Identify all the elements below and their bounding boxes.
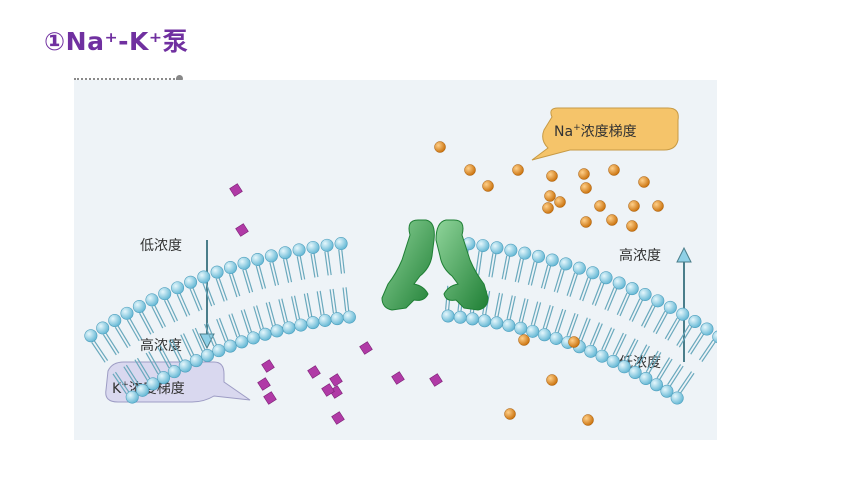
sodium-ion xyxy=(504,408,516,420)
sodium-ion xyxy=(652,200,664,212)
potassium-ion xyxy=(307,365,321,379)
sodium-ion xyxy=(608,164,620,176)
sodium-ion xyxy=(512,164,524,176)
sodium-ion xyxy=(542,202,554,214)
sodium-ion xyxy=(518,334,530,346)
lipid-molecule xyxy=(660,322,714,398)
left-arrow-bottom-label: 高浓度 xyxy=(140,337,182,354)
lipid-molecule xyxy=(490,243,518,330)
lipid-bilayer xyxy=(84,235,717,405)
lipid-molecule xyxy=(606,288,652,368)
potassium-ion xyxy=(261,359,275,373)
sodium-ion xyxy=(638,176,650,188)
lipid-molecule xyxy=(649,315,702,392)
potassium-ion xyxy=(235,223,249,237)
lipid-molecule xyxy=(334,237,356,324)
lipid-molecule xyxy=(292,243,320,330)
lipid-molecule xyxy=(108,313,160,391)
sodium-ions xyxy=(434,141,664,426)
sodium-ion xyxy=(594,200,606,212)
lipid-molecule xyxy=(670,330,717,405)
sodium-ion xyxy=(580,182,592,194)
lipid-molecule xyxy=(478,241,504,328)
sodium-ion xyxy=(464,164,476,176)
lipid-molecule xyxy=(537,257,573,342)
lipid-molecule xyxy=(96,321,150,397)
lipid-molecule xyxy=(572,271,613,354)
lipid-molecule xyxy=(595,282,639,363)
potassium-ion xyxy=(331,411,345,425)
title-underline xyxy=(74,78,178,80)
lipid-molecule xyxy=(237,256,272,341)
lipid-molecule xyxy=(264,249,296,335)
pump-right-subunit xyxy=(435,219,489,311)
lipid-molecule xyxy=(132,299,181,379)
right-arrow-top-label: 高浓度 xyxy=(619,247,661,264)
sodium-ion xyxy=(578,168,590,180)
na-k-pump-protein xyxy=(381,219,489,311)
potassium-ion xyxy=(329,373,343,387)
lipid-molecule xyxy=(514,249,546,335)
sodium-ion xyxy=(546,170,558,182)
lipid-molecule xyxy=(639,307,690,385)
sodium-ion xyxy=(606,214,618,226)
lipid-molecule xyxy=(549,261,586,345)
lipid-molecule xyxy=(84,329,139,404)
sodium-ion xyxy=(568,336,580,348)
potassium-ion xyxy=(391,371,405,385)
lipid-molecule xyxy=(502,246,532,332)
sodium-ion xyxy=(554,196,566,208)
potassium-ion xyxy=(359,341,373,355)
sodium-potassium-pump-diagram: Na+浓度梯度 K+浓度梯度 低浓度 高浓度 高浓度 低浓度 xyxy=(74,80,717,440)
sodium-ion xyxy=(544,190,556,202)
lipid-molecule xyxy=(145,293,192,373)
lipid-molecule xyxy=(617,294,665,374)
lipid-molecule xyxy=(171,281,214,363)
lipid-molecule xyxy=(251,252,284,338)
potassium-ion xyxy=(321,383,335,397)
sodium-ion xyxy=(626,220,638,232)
potassium-ion xyxy=(263,391,277,405)
diagram-canvas: Na+浓度梯度 K+浓度梯度 低浓度 高浓度 高浓度 低浓度 xyxy=(84,107,717,426)
left-arrow-top-label: 低浓度 xyxy=(140,238,182,254)
lipid-molecule xyxy=(306,240,332,327)
pump-left-subunit xyxy=(381,219,435,311)
sodium-ion xyxy=(582,414,594,426)
lipid-molecule xyxy=(197,270,237,353)
left-gradient-arrow: 低浓度 高浓度 xyxy=(140,238,215,354)
lipid-molecule xyxy=(278,246,308,332)
right-arrowhead xyxy=(676,246,692,263)
potassium-ions xyxy=(229,183,443,425)
lipid-molecule xyxy=(628,300,677,379)
lipid-molecule xyxy=(158,287,203,368)
sodium-ion xyxy=(580,216,592,228)
lipid-molecule xyxy=(210,265,249,349)
potassium-ion xyxy=(257,377,271,391)
lipid-molecule xyxy=(120,306,171,385)
lipid-molecule xyxy=(184,275,226,358)
sodium-ion xyxy=(628,200,640,212)
potassium-ion xyxy=(229,183,243,197)
sodium-ion xyxy=(434,141,446,153)
lipid-molecule xyxy=(584,276,626,358)
lipid-molecule xyxy=(223,261,260,345)
na-gradient-callout: Na+浓度梯度 xyxy=(531,107,679,161)
sodium-ion xyxy=(546,374,558,386)
slide-title: ①Na⁺-K⁺泵 xyxy=(44,27,189,56)
underline-end-dot xyxy=(176,75,183,82)
sodium-ion xyxy=(482,180,494,192)
lipid-molecule xyxy=(526,253,559,338)
na-callout-label: Na+浓度梯度 xyxy=(554,123,637,140)
lipid-molecule xyxy=(320,238,344,326)
potassium-ion xyxy=(429,373,443,387)
na-callout-shape xyxy=(531,107,679,161)
